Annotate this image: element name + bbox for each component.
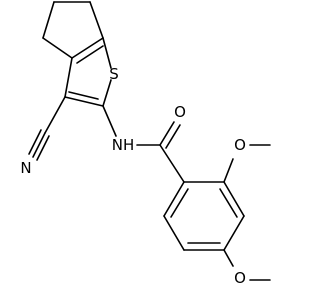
- bond: [170, 188, 189, 218]
- bond: [71, 37, 104, 59]
- bond: [64, 57, 73, 98]
- molecule-structure: N S NH O O O: [20, 1, 271, 287]
- bond: [159, 121, 175, 146]
- molecule-diagram: N S NH O O O: [20, 1, 271, 287]
- bond: [219, 188, 238, 218]
- carbonyl-oxygen-label: O: [174, 103, 186, 121]
- amide-nh-label: NH: [112, 136, 135, 154]
- thiophene-ring: [64, 37, 112, 107]
- benzene-ring: [163, 181, 245, 251]
- bond: [44, 96, 66, 134]
- bond: [223, 215, 245, 251]
- amide-linkage: [102, 105, 185, 183]
- sulfur-label: S: [109, 65, 119, 83]
- bond: [102, 79, 112, 107]
- bond: [28, 129, 42, 155]
- cyclopentane-ring: [42, 1, 104, 59]
- bond: [102, 105, 117, 137]
- methoxy-4: [223, 249, 271, 281]
- bond: [223, 158, 234, 183]
- bond: [89, 1, 104, 39]
- bond: [163, 181, 185, 217]
- bond: [32, 132, 46, 158]
- bond: [163, 215, 185, 251]
- bond: [223, 249, 234, 267]
- bond: [64, 96, 104, 107]
- bond: [223, 181, 245, 217]
- bond: [68, 91, 99, 100]
- bond: [36, 135, 50, 161]
- methoxy-2-oxygen-label: O: [234, 136, 246, 154]
- bond: [165, 124, 181, 149]
- methoxy-2: [223, 144, 271, 183]
- nitrile-group: [28, 96, 66, 161]
- bond: [102, 37, 112, 69]
- bond: [42, 1, 55, 39]
- bond: [42, 37, 73, 59]
- nitrile-nitrogen-label: N: [20, 159, 31, 177]
- bond: [159, 144, 185, 183]
- bond: [76, 45, 104, 64]
- methoxy-4-oxygen-label: O: [234, 269, 246, 287]
